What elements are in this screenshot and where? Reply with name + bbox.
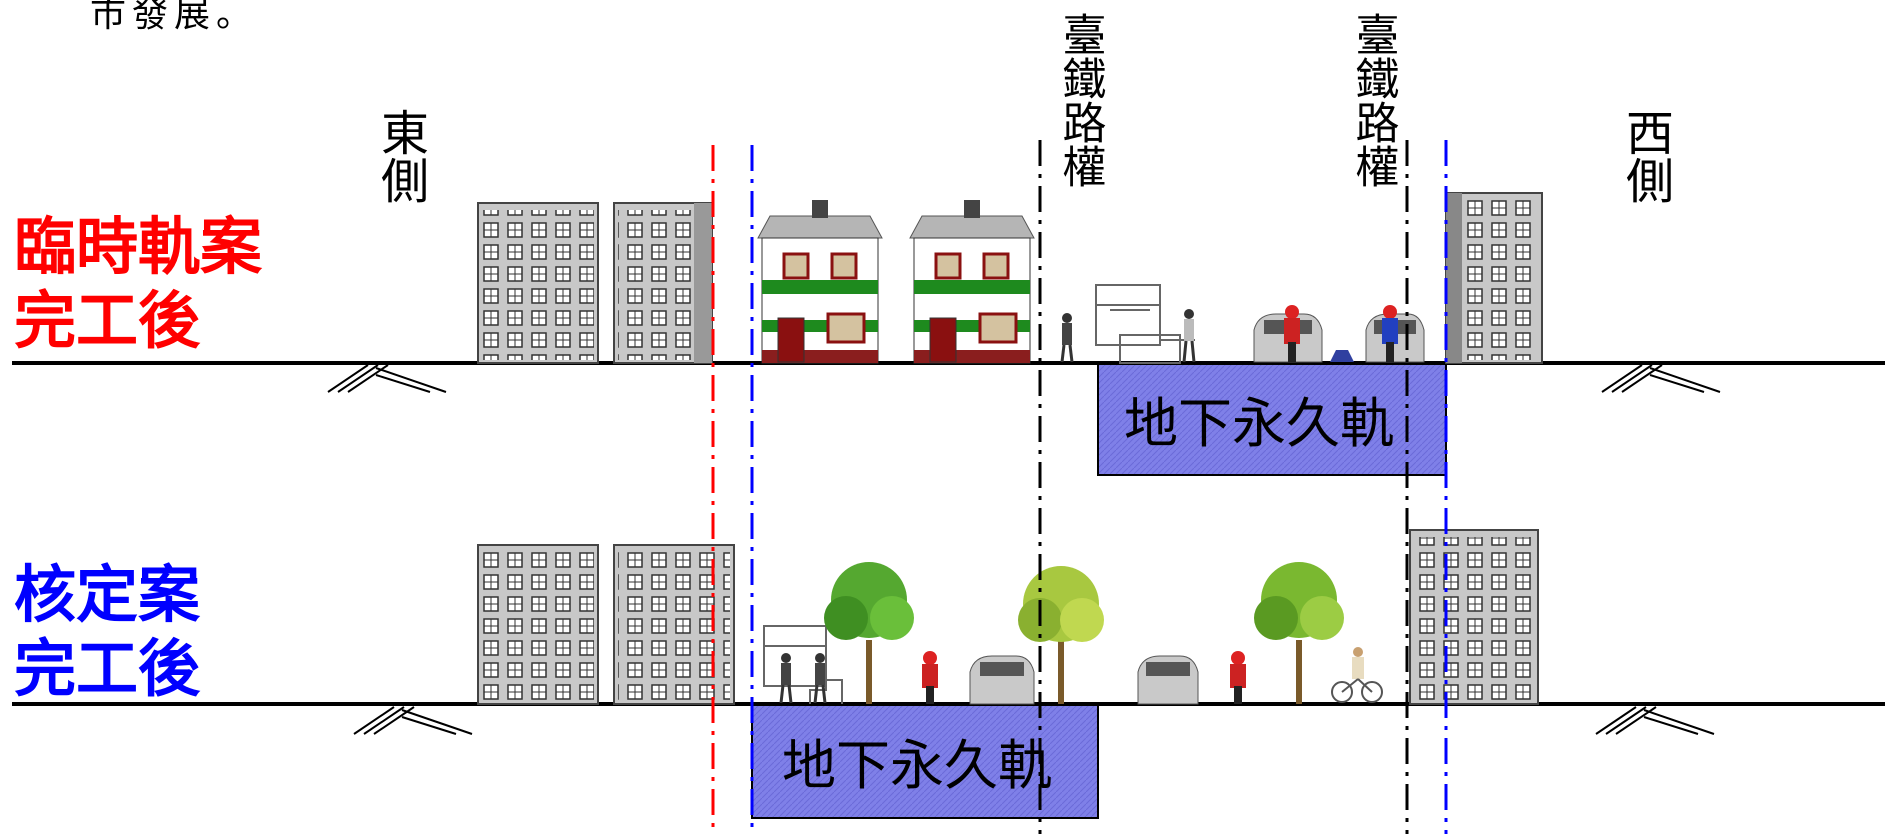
ground-hatch-bottom-right [1595,706,1715,735]
ground-hatch-bottom-left [353,706,473,735]
tree-bottom-1 [824,562,914,704]
pedestrian-top-1 [1060,313,1074,363]
bollard-top [1330,350,1354,362]
bottom-row-label-line2: 完工後 [14,632,201,705]
motorcycle-bottom-2 [1230,651,1246,704]
tunnel-bottom-label: 地下永久軌 [782,734,1052,797]
ground-hatch-top-left [327,364,447,393]
tree-bottom-3 [1254,562,1344,704]
pedestrian-top-2 [1182,309,1196,363]
tunnel-top [1097,362,1447,476]
motorcycle-top-2 [1382,305,1398,362]
pedestrian-bottom-2 [813,653,827,704]
east-side-label: 東側 [372,108,429,204]
station-shelter-top [1095,284,1195,364]
motorcycle-top-1 [1284,305,1300,362]
station-shelter-bottom [763,625,843,704]
rail-right-label-right: 臺鐵路權 [1348,12,1399,188]
cyclist-bottom [1331,647,1383,703]
building-top-east-2 [613,202,713,364]
house-top-1 [757,200,883,364]
header-text: 市發展。 [90,0,258,35]
ground-hatch-top-right [1601,364,1721,393]
pedestrian-bottom-1 [779,653,793,704]
car-bottom-1 [969,655,1035,705]
top-row-label-line1: 臨時軌案 [14,210,263,283]
building-bottom-west [1409,529,1539,705]
building-bottom-east-2 [613,544,735,705]
building-bottom-east-1 [477,544,599,705]
building-top-east-1 [477,202,599,364]
rail-right-label-left: 臺鐵路權 [1055,12,1106,188]
house-top-2 [909,200,1035,364]
west-side-label: 西側 [1617,108,1674,204]
building-top-west [1445,192,1543,364]
bottom-row-label-line1: 核定案 [14,558,201,631]
top-row-label-line2: 完工後 [14,284,201,357]
tunnel-top-label: 地下永久軌 [1124,392,1394,455]
motorcycle-bottom-1 [922,651,938,704]
tree-bottom-2 [1018,566,1104,704]
car-bottom-2 [1137,655,1199,705]
